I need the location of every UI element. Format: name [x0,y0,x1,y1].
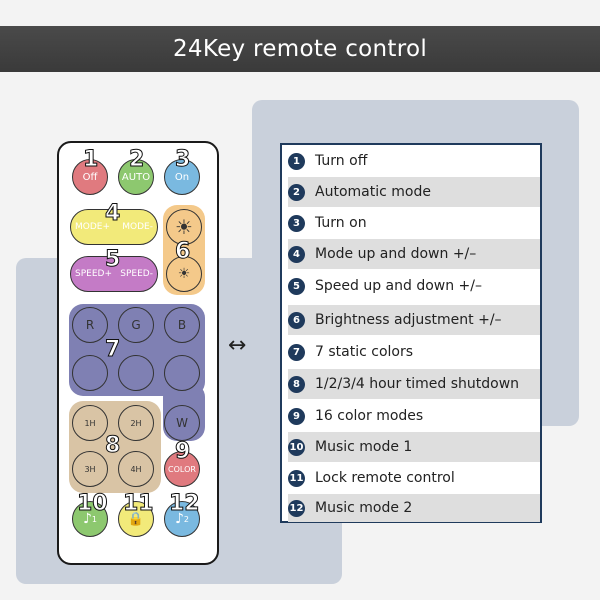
speed-pill: SPEED+ SPEED- [70,256,158,292]
label-number-2: 2 [128,147,145,172]
music-mode-2-button[interactable]: ♪2 [164,501,200,537]
label-number-5: 5 [104,247,121,272]
music-note-icon: ♪ [174,511,184,527]
auto-button[interactable]: AUTO [118,159,154,195]
green-button[interactable]: G [118,307,154,343]
music-mode-1-button[interactable]: ♪1 [72,501,108,537]
color-button-4[interactable] [72,355,108,391]
color-mode-button[interactable]: COLOR [164,451,200,487]
brightness-down-button[interactable]: ☀ [166,256,202,292]
label-number-11: 11 [123,491,155,516]
double-arrow-icon: ↔ [228,333,247,358]
speed-plus-button[interactable]: SPEED+ [75,269,112,279]
speed-minus-button[interactable]: SPEED- [120,269,153,279]
timer-2h-button[interactable]: 2H [118,405,154,441]
label-number-6: 6 [174,239,191,264]
red-button[interactable]: R [72,307,108,343]
label-number-12: 12 [169,491,201,516]
brightness-up-button[interactable]: ☀ [166,209,202,245]
blue-button[interactable]: B [164,307,200,343]
timer-4h-button[interactable]: 4H [118,451,154,487]
label-number-7: 7 [104,337,121,362]
off-button[interactable]: Off [72,159,108,195]
timer-1h-button[interactable]: 1H [72,405,108,441]
remote-control: Off AUTO On 1 2 3 ☀ ☀ 6 MODE+ MODE- 4 SP… [57,141,219,565]
music-note-icon: ♪ [82,511,92,527]
label-number-8: 8 [104,433,121,458]
mode-plus-button[interactable]: MODE+ [75,222,111,232]
white-button[interactable]: W [164,405,200,441]
on-button[interactable]: On [164,159,200,195]
label-number-9: 9 [174,439,191,464]
label-number-3: 3 [174,147,191,172]
lock-icon: 🔒 [127,511,145,527]
color-button-5[interactable] [118,355,154,391]
color-button-6[interactable] [164,355,200,391]
label-number-1: 1 [82,147,99,172]
mode-pill: MODE+ MODE- [70,209,158,245]
label-number-10: 10 [77,491,109,516]
mode-minus-button[interactable]: MODE- [122,222,153,232]
lock-button[interactable]: 🔒 [118,501,154,537]
page-title: 24Key remote control [0,26,600,72]
label-number-4: 4 [104,201,121,226]
timer-3h-button[interactable]: 3H [72,451,108,487]
